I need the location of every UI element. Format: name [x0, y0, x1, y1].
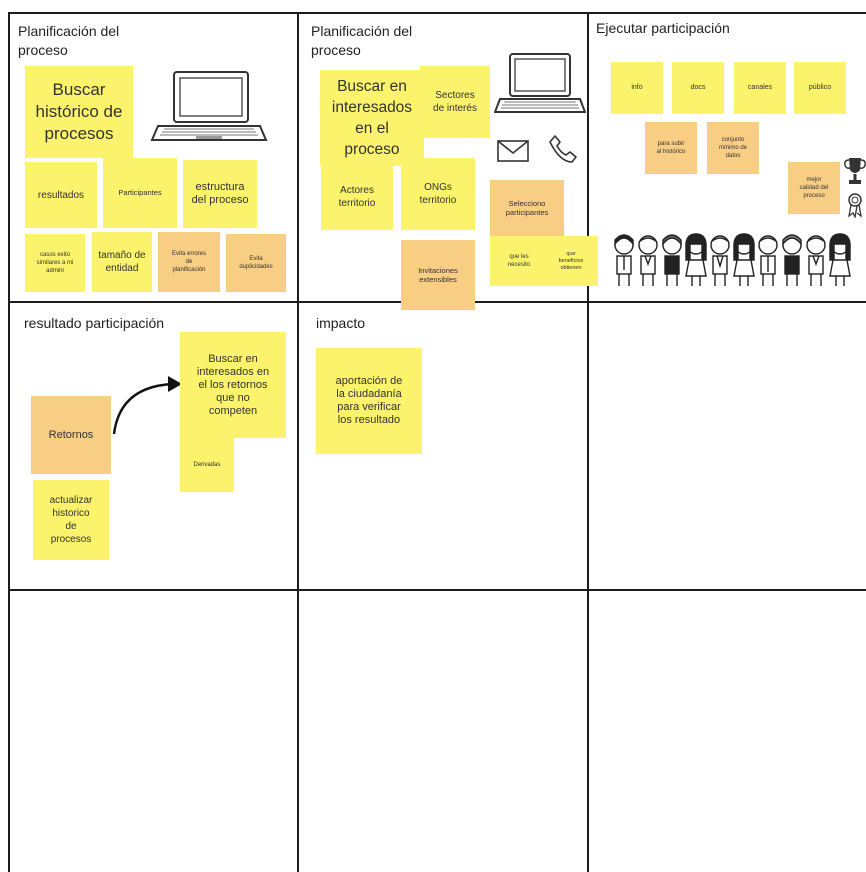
grid-line-row2: [8, 589, 866, 591]
sticky-note-resultados[interactable]: resultados: [25, 162, 97, 228]
cell-title-resultado: resultado participación: [24, 315, 165, 331]
sticky-note-evita-duplicidades[interactable]: Evita duplicidades: [226, 234, 286, 292]
curved-arrow-icon: [112, 376, 182, 435]
sticky-note-invitaciones-extensibles[interactable]: Invitaciones extensibles: [401, 240, 475, 310]
laptop-icon: [494, 53, 586, 113]
cell-title-planificacion-1: Planificación del proceso: [18, 23, 120, 58]
sticky-note-selecciono-participantes[interactable]: Selecciono participantes: [490, 180, 564, 236]
laptop-icon: [150, 71, 268, 141]
sticky-note-derivadas[interactable]: Derivadas: [180, 438, 234, 492]
sticky-note-mejor-calidad[interactable]: mejor calidad del proceso: [788, 162, 840, 214]
cell-title-impacto: impacto: [316, 315, 366, 331]
trophy-icon: [844, 158, 866, 184]
sticky-note-docs[interactable]: docs: [672, 62, 724, 114]
sticky-note-canales[interactable]: canales: [734, 62, 786, 114]
sticky-note-ongs-territorio[interactable]: ONGs territorio: [401, 158, 475, 230]
medal-icon: [848, 193, 862, 218]
sticky-note-casos-exito[interactable]: casos exito similares a mi admini: [25, 234, 85, 292]
sticky-note-que-necesito[interactable]: que les necesito: [490, 236, 548, 286]
sticky-note-evita-errores[interactable]: Evita errores de planificación: [158, 232, 220, 292]
cell-title-ejecutar: Ejecutar participación: [596, 20, 730, 36]
sticky-note-estructura[interactable]: estructura del proceso: [183, 160, 257, 228]
sticky-note-info[interactable]: info: [611, 62, 663, 114]
sticky-note-aportacion-ciudadania[interactable]: aportación de la ciudadanía para verific…: [316, 348, 422, 454]
sticky-note-buscar-retornos[interactable]: Buscar en interesados en el los retornos…: [180, 332, 286, 438]
grid-line-left: [8, 12, 10, 872]
grid-line-top: [8, 12, 866, 14]
people-group-icon: [614, 233, 851, 286]
grid-line-col2: [587, 12, 589, 872]
sticky-note-buscar-historico[interactable]: Buscar histórico de procesos: [25, 66, 133, 158]
phone-icon: [549, 135, 577, 163]
sticky-note-actualizar-historico[interactable]: actualizar historico de procesos: [33, 480, 109, 560]
sticky-note-que-beneficios[interactable]: que beneficios obtienen: [544, 236, 598, 286]
sticky-note-actores-territorio[interactable]: Actores territorio: [321, 164, 393, 230]
cell-title-planificacion-2: Planificación del proceso: [311, 23, 413, 58]
sticky-note-participantes[interactable]: Participantes: [103, 158, 177, 228]
sticky-note-sectores-interes[interactable]: Sectores de interés: [420, 66, 490, 138]
sticky-note-buscar-interesados[interactable]: Buscar en interesados en el proceso: [320, 70, 424, 166]
envelope-icon: [497, 140, 529, 162]
sticky-note-publico[interactable]: público: [794, 62, 846, 114]
sticky-note-para-subir[interactable]: para subir al histórico: [645, 122, 697, 174]
sticky-note-retornos[interactable]: Retornos: [31, 396, 111, 474]
grid-line-col1: [297, 12, 299, 872]
sticky-note-tamano-entidad[interactable]: tamaño de entidad: [92, 232, 152, 292]
sticky-note-conjunto-minimo[interactable]: conjunto mínimo de datos: [707, 122, 759, 174]
